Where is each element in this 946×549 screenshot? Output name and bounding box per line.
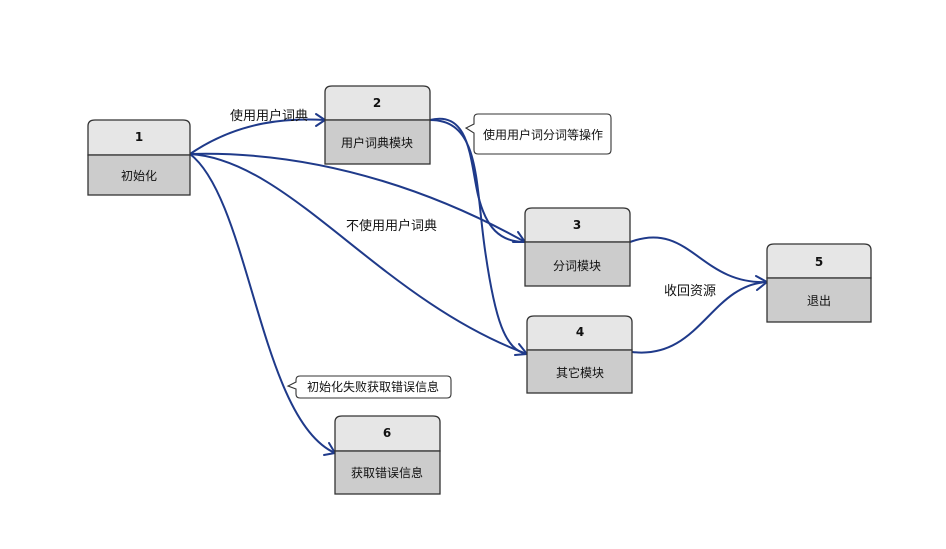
edge-2-to-4 bbox=[429, 119, 528, 355]
edge-1-to-2 bbox=[189, 118, 326, 155]
edge-4-to-5 bbox=[631, 281, 768, 354]
edge-3-to-5 bbox=[629, 236, 768, 284]
node-3-tab bbox=[524, 207, 631, 243]
node-3-label: 分词模块 bbox=[553, 259, 601, 273]
edge-1-to-3 bbox=[189, 152, 526, 243]
node-5-number: 5 bbox=[815, 255, 823, 269]
node-4-body bbox=[526, 349, 633, 394]
node-6[interactable]: 6 获取错误信息 bbox=[334, 415, 441, 495]
node-5-label: 退出 bbox=[807, 294, 831, 308]
node-6-body bbox=[334, 450, 441, 495]
edge-1-to-4 bbox=[189, 153, 528, 355]
node-3-body bbox=[524, 241, 631, 287]
node-1-body bbox=[87, 154, 191, 196]
node-5-tab bbox=[766, 243, 872, 279]
node-1-label: 初始化 bbox=[121, 169, 157, 183]
node-2-body bbox=[324, 119, 431, 165]
node-5-body bbox=[766, 277, 872, 323]
note-user-dict-ops-box bbox=[464, 113, 612, 155]
node-6-tab bbox=[334, 415, 441, 452]
arrowhead-edge-1-to-6 bbox=[323, 442, 336, 456]
node-2-number: 2 bbox=[373, 96, 381, 110]
node-6-number: 6 bbox=[383, 426, 391, 440]
node-6-label: 获取错误信息 bbox=[351, 465, 423, 480]
note-init-fail-box bbox=[286, 375, 452, 399]
note-user-dict-ops: 使用用户词分词等操作 bbox=[464, 113, 612, 155]
node-4-label: 其它模块 bbox=[556, 365, 604, 380]
node-1[interactable]: 1 初始化 bbox=[87, 119, 191, 196]
node-4-number: 4 bbox=[576, 325, 584, 339]
node-4[interactable]: 4 其它模块 bbox=[526, 315, 633, 394]
edge-1-to-6 bbox=[189, 153, 336, 454]
node-1-number: 1 bbox=[135, 130, 143, 144]
node-4-tab bbox=[526, 315, 633, 351]
node-5[interactable]: 5 退出 bbox=[766, 243, 872, 323]
edge-label-release-resources: 收回资源 bbox=[664, 284, 716, 299]
node-2-tab bbox=[324, 85, 431, 121]
node-2-label: 用户词典模块 bbox=[341, 135, 413, 150]
note-user-dict-ops-text: 使用用户词分词等操作 bbox=[483, 127, 603, 142]
note-init-fail: 初始化失败获取错误信息 bbox=[286, 375, 452, 399]
node-1-tab bbox=[87, 119, 191, 156]
node-3[interactable]: 3 分词模块 bbox=[524, 207, 631, 287]
note-init-fail-text: 初始化失败获取错误信息 bbox=[307, 379, 439, 394]
edge-label-use-user-dict: 使用用户词典 bbox=[230, 108, 308, 124]
node-2[interactable]: 2 用户词典模块 bbox=[324, 85, 431, 165]
node-3-number: 3 bbox=[573, 218, 581, 232]
edge-label-no-user-dict: 不使用用户词典 bbox=[346, 218, 437, 234]
